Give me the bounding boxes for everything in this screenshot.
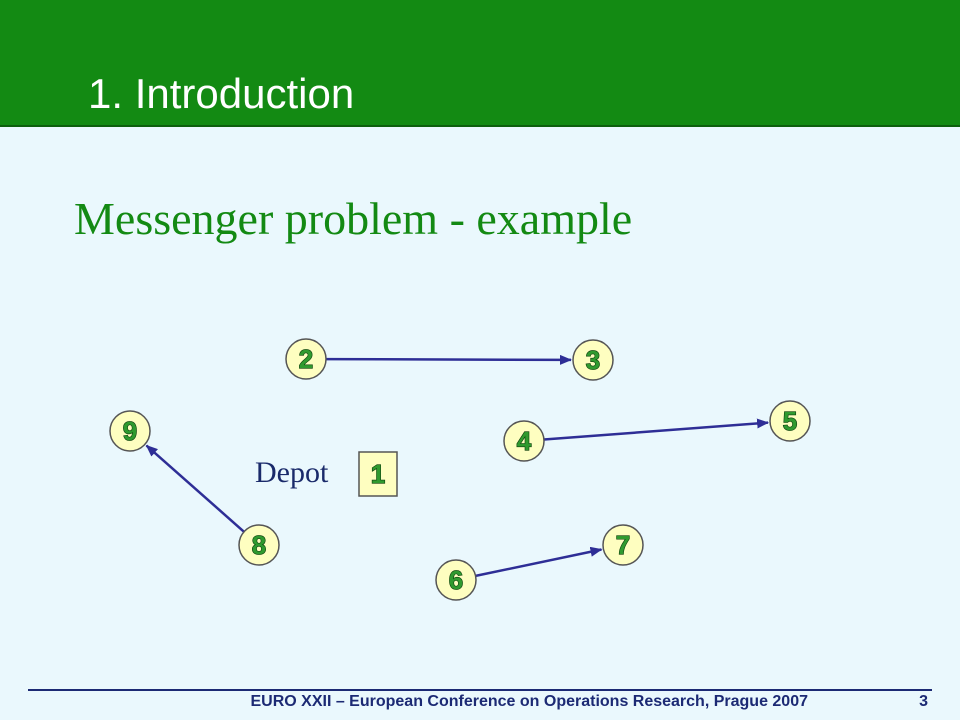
node-label: 2 bbox=[299, 344, 313, 374]
footer-divider bbox=[28, 689, 932, 691]
node-circle bbox=[109, 410, 151, 452]
node-4: 4 bbox=[503, 420, 545, 462]
node-6: 6 bbox=[435, 559, 477, 601]
node-label: 7 bbox=[616, 530, 630, 560]
edge-8-9 bbox=[145, 444, 245, 533]
node-7: 7 bbox=[602, 524, 644, 566]
node-circle bbox=[238, 524, 280, 566]
node-circle bbox=[769, 400, 811, 442]
slide-title: 1. Introduction bbox=[88, 70, 355, 117]
edge-2-3 bbox=[325, 354, 573, 365]
node-label: 9 bbox=[123, 416, 137, 446]
node-circle bbox=[435, 559, 477, 601]
page-number: 3 bbox=[919, 693, 928, 710]
slide-subtitle: Messenger problem - example bbox=[74, 193, 633, 244]
node-circle bbox=[285, 338, 327, 380]
node-circle bbox=[602, 524, 644, 566]
node-circle bbox=[503, 420, 545, 462]
node-label: 1 bbox=[371, 459, 385, 489]
depot-node: 1 bbox=[358, 451, 398, 497]
node-label: 5 bbox=[783, 406, 797, 436]
title-bar: 1. Introduction bbox=[0, 0, 960, 127]
footer-conference: EURO XXII – European Conference on Opera… bbox=[250, 693, 808, 710]
depot-label: Depot bbox=[255, 456, 329, 489]
node-label: 8 bbox=[252, 530, 266, 560]
node-label: 3 bbox=[586, 345, 600, 375]
node-5: 5 bbox=[769, 400, 811, 442]
edges-layer bbox=[145, 354, 770, 578]
node-2: 2 bbox=[285, 338, 327, 380]
node-label: 6 bbox=[449, 565, 463, 595]
nodes-layer: 1 2 3 4 5 6 7 8 9 bbox=[109, 338, 811, 601]
node-9: 9 bbox=[109, 410, 151, 452]
edge-6-7 bbox=[475, 546, 603, 578]
node-label: 4 bbox=[517, 426, 532, 456]
node-8: 8 bbox=[238, 524, 280, 566]
depot-square bbox=[358, 451, 398, 497]
node-circle bbox=[572, 339, 614, 381]
node-3: 3 bbox=[572, 339, 614, 381]
edge-4-5 bbox=[543, 418, 770, 441]
